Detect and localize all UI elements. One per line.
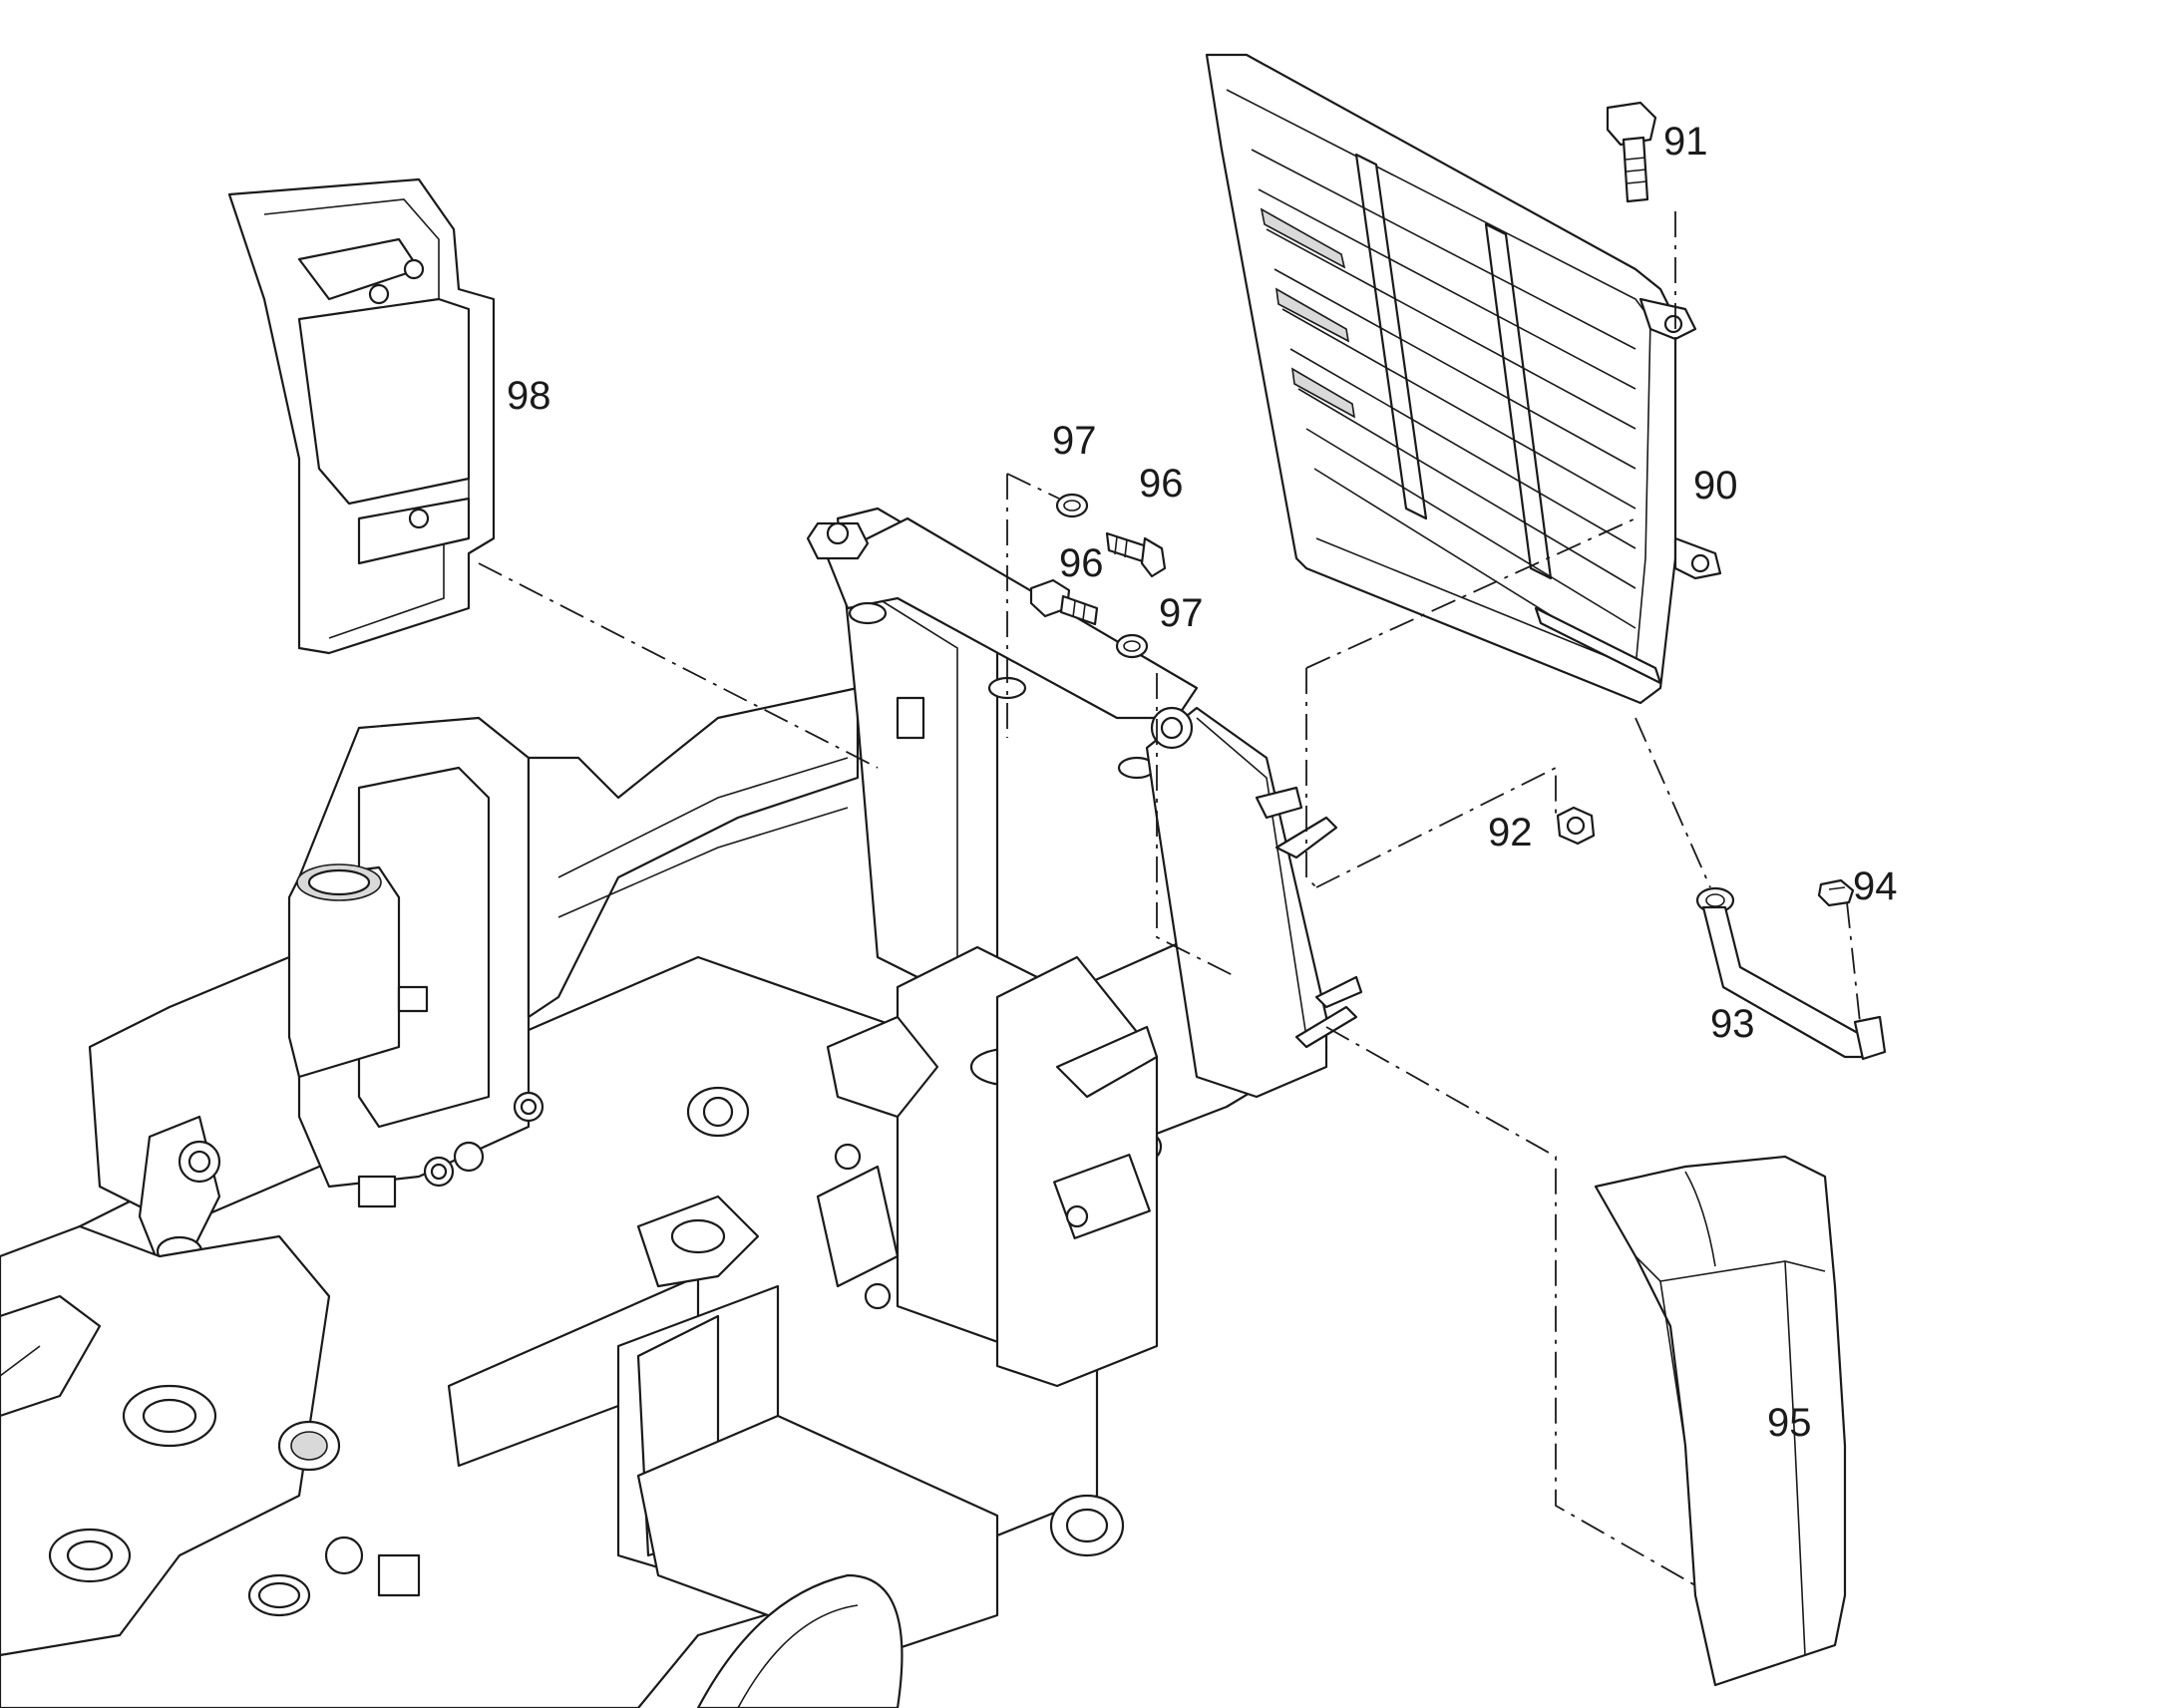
part-97-washer-top: [1055, 493, 1089, 518]
machine-chassis: [0, 507, 1363, 1708]
part-98-left-cover: [227, 177, 496, 655]
assembly-leader-lines: [478, 211, 1861, 1586]
callout-90: 90: [1693, 464, 1738, 508]
callout-95: 95: [1767, 1401, 1812, 1445]
callout-97-lower: 97: [1159, 591, 1204, 635]
part-96-bolt-lower: [1029, 578, 1099, 626]
part-95-right-cover: [1594, 1155, 1847, 1687]
callout-98: 98: [507, 374, 551, 418]
callout-91: 91: [1663, 120, 1708, 164]
callout-96-lower: 96: [1059, 541, 1104, 585]
callout-97-top: 97: [1052, 419, 1097, 463]
callout-labels: 90 91 92 93 94 95 96 96 97 97 98: [507, 120, 1898, 1445]
callout-96-top: 96: [1139, 462, 1184, 506]
part-93-stay-rod: [1695, 886, 1887, 1061]
part-96-bolt-top: [1105, 531, 1167, 578]
part-94-clip: [1817, 878, 1855, 907]
callout-92: 92: [1488, 811, 1533, 854]
part-91-bolt: [1606, 101, 1657, 203]
part-90-radiator-grille: [1205, 53, 1722, 705]
callout-93: 93: [1710, 1002, 1755, 1046]
part-92-nut: [1556, 806, 1596, 846]
part-97-washer-lower: [1115, 633, 1149, 659]
callout-94: 94: [1853, 864, 1898, 908]
